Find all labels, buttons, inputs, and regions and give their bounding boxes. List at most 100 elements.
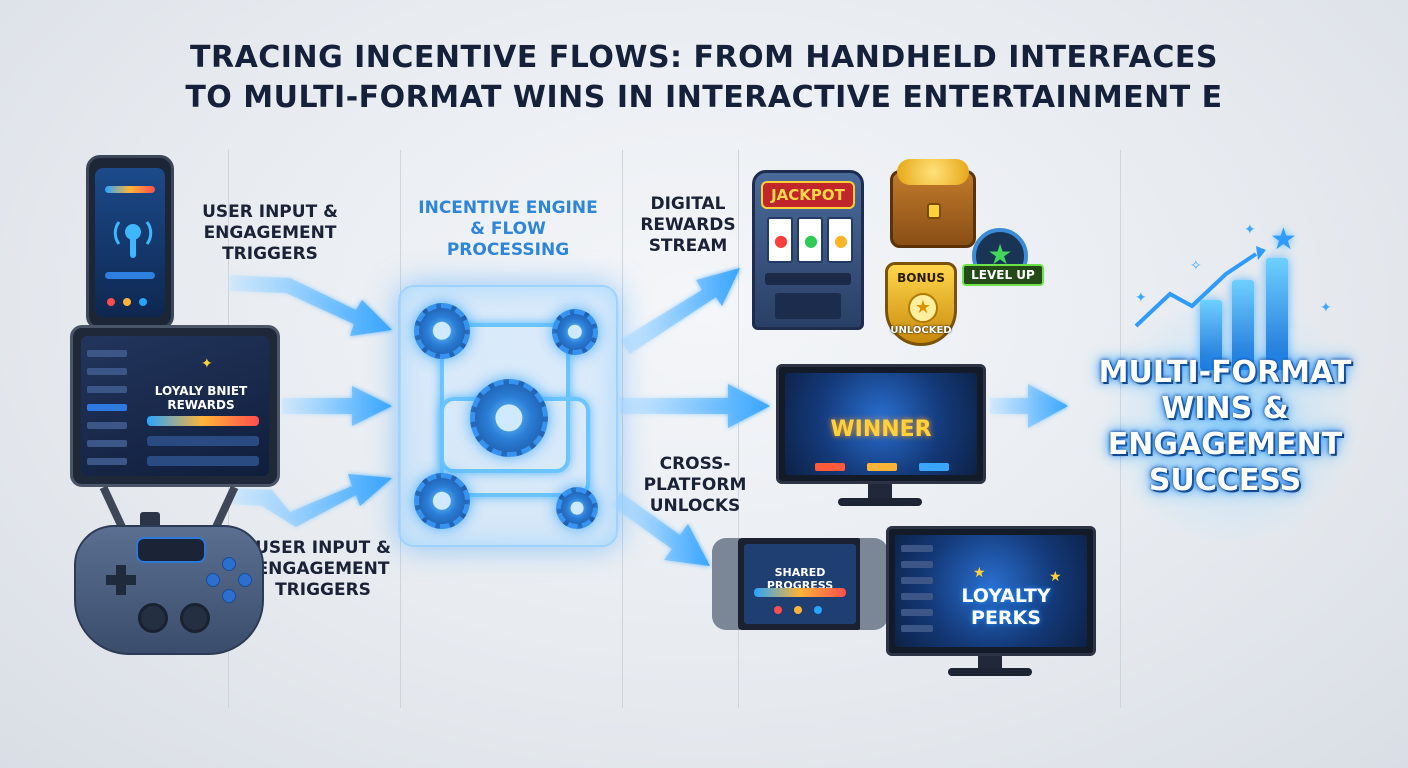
sparkle-icon: ✦ [1320,300,1332,316]
face-button [238,573,252,587]
screen-button [815,463,845,471]
gear-icon [470,379,548,457]
progress-track [147,436,259,446]
tablet-title-line: LOYALY BNIET [154,384,248,398]
grid-line [622,150,623,708]
face-button [222,589,236,603]
grid-line [738,150,739,708]
status-dot [139,298,147,306]
label-incentive-engine: INCENTIVE ENGINE & FLOW PROCESSING [402,198,614,261]
arrow-monitor-to-result [990,384,1068,428]
trend-line-icon [1134,246,1266,328]
arrow-phone-to-engine [230,275,392,336]
chart-bar [1232,280,1254,370]
sidebar-item [87,368,127,375]
page-title-line-1: TRACING INCENTIVE FLOWS: FROM HANDHELD I… [190,40,1218,75]
handheld-console-icon: SHARED PROGRESS [712,538,888,630]
confetti-icon: ✦ [201,356,213,372]
progress-bar [754,588,846,597]
label-line: STREAM [648,236,728,256]
status-dot [123,298,131,306]
monitor-icon: WINNER [776,364,986,484]
chart-bar [1266,258,1288,370]
result-line: MULTI-FORMAT [1098,355,1352,390]
label-line: TRIGGERS [275,580,371,600]
arrow-engine-to-slot [620,268,740,354]
console-screen: SHARED PROGRESS [744,544,856,624]
tablet-title-line: REWARDS [167,398,235,412]
label-line: UNLOCKS [649,496,741,516]
sidebar-item [87,386,127,393]
loyalty-perks-line: PERKS [971,607,1041,629]
slot-reel: ● [767,217,793,263]
chart-bar [1200,300,1222,370]
level-up-label: LEVEL UP [962,264,1044,286]
slot-buttons [765,273,851,285]
monitor-base [948,668,1032,676]
label-line: ENGAGEMENT [203,223,337,243]
joycon-right [860,538,888,630]
jackpot-sign: JACKPOT [761,181,855,209]
arrow-engine-to-monitor [620,384,770,428]
monitor-icon: LOYALTY PERKS ★ ★ [886,526,1096,656]
monitor-screen: LOYALTY PERKS ★ ★ [895,535,1087,647]
screen-button [867,463,897,471]
star-icon: ★ [1270,222,1297,257]
thumbstick [180,603,210,633]
monitor-screen: WINNER [785,373,977,475]
face-button [206,573,220,587]
progress-track [147,456,259,466]
face-button [222,557,236,571]
sidebar-item [901,577,933,584]
gamepad-icon [74,525,264,655]
star-icon: ★ [1049,569,1062,585]
monitor-stand [978,656,1002,668]
gear-icon [556,487,598,529]
label-input-top: USER INPUT & ENGAGEMENT TRIGGERS [190,202,350,265]
winner-text: WINNER [830,417,932,442]
loyalty-perks-line: LOYALTY [961,585,1051,607]
arrow-tablet-to-engine [282,386,392,426]
screen-button [919,463,949,471]
label-input-bottom: USER INPUT & ENGAGEMENT TRIGGERS [242,538,404,601]
sidebar-item [901,593,933,600]
label-line: CROSS- [659,454,731,474]
slot-tray [775,293,841,319]
status-dot [814,606,822,614]
grid-line [400,150,401,708]
gear-icon [552,309,598,355]
progress-bar [105,272,155,279]
phone-screen [95,168,165,317]
result-glow [1090,300,1370,540]
sidebar-item [901,561,933,568]
label-line: TRIGGERS [222,244,318,264]
label-line: INCENTIVE ENGINE [418,198,598,218]
progress-bar [147,416,259,426]
status-dot [794,606,802,614]
sidebar-item [901,545,933,552]
treasure-chest-icon [890,159,976,248]
arrow-gamepad-to-engine [232,474,392,527]
tablet-title: LOYALY BNIET REWARDS [136,384,266,412]
result-text: MULTI-FORMAT WINS & ENGAGEMENT SUCCESS [1075,355,1375,499]
label-line: & FLOW [470,219,546,239]
result-line: SUCCESS [1148,463,1302,498]
dpad [116,565,126,595]
gold-coins [897,159,969,185]
bonus-badge-icon: BONUS ★ UNLOCKED [885,262,957,346]
sidebar-item [87,350,127,357]
smartphone-icon [86,155,174,330]
label-digital-rewards: DIGITAL REWARDS STREAM [628,194,748,257]
star-icon: ★ [908,293,938,323]
gear-icon [414,473,470,529]
monitor-base [838,498,922,506]
slot-reel: ● [827,217,853,263]
label-line: PROCESSING [446,240,570,260]
sidebar-item [87,458,127,465]
sparkle-icon: ✦ [1244,222,1256,238]
sidebar-item [901,609,933,616]
label-line: ENGAGEMENT [256,559,390,579]
unlocked-text: UNLOCKED [890,325,952,336]
sparkle-icon: ✧ [1190,258,1202,274]
